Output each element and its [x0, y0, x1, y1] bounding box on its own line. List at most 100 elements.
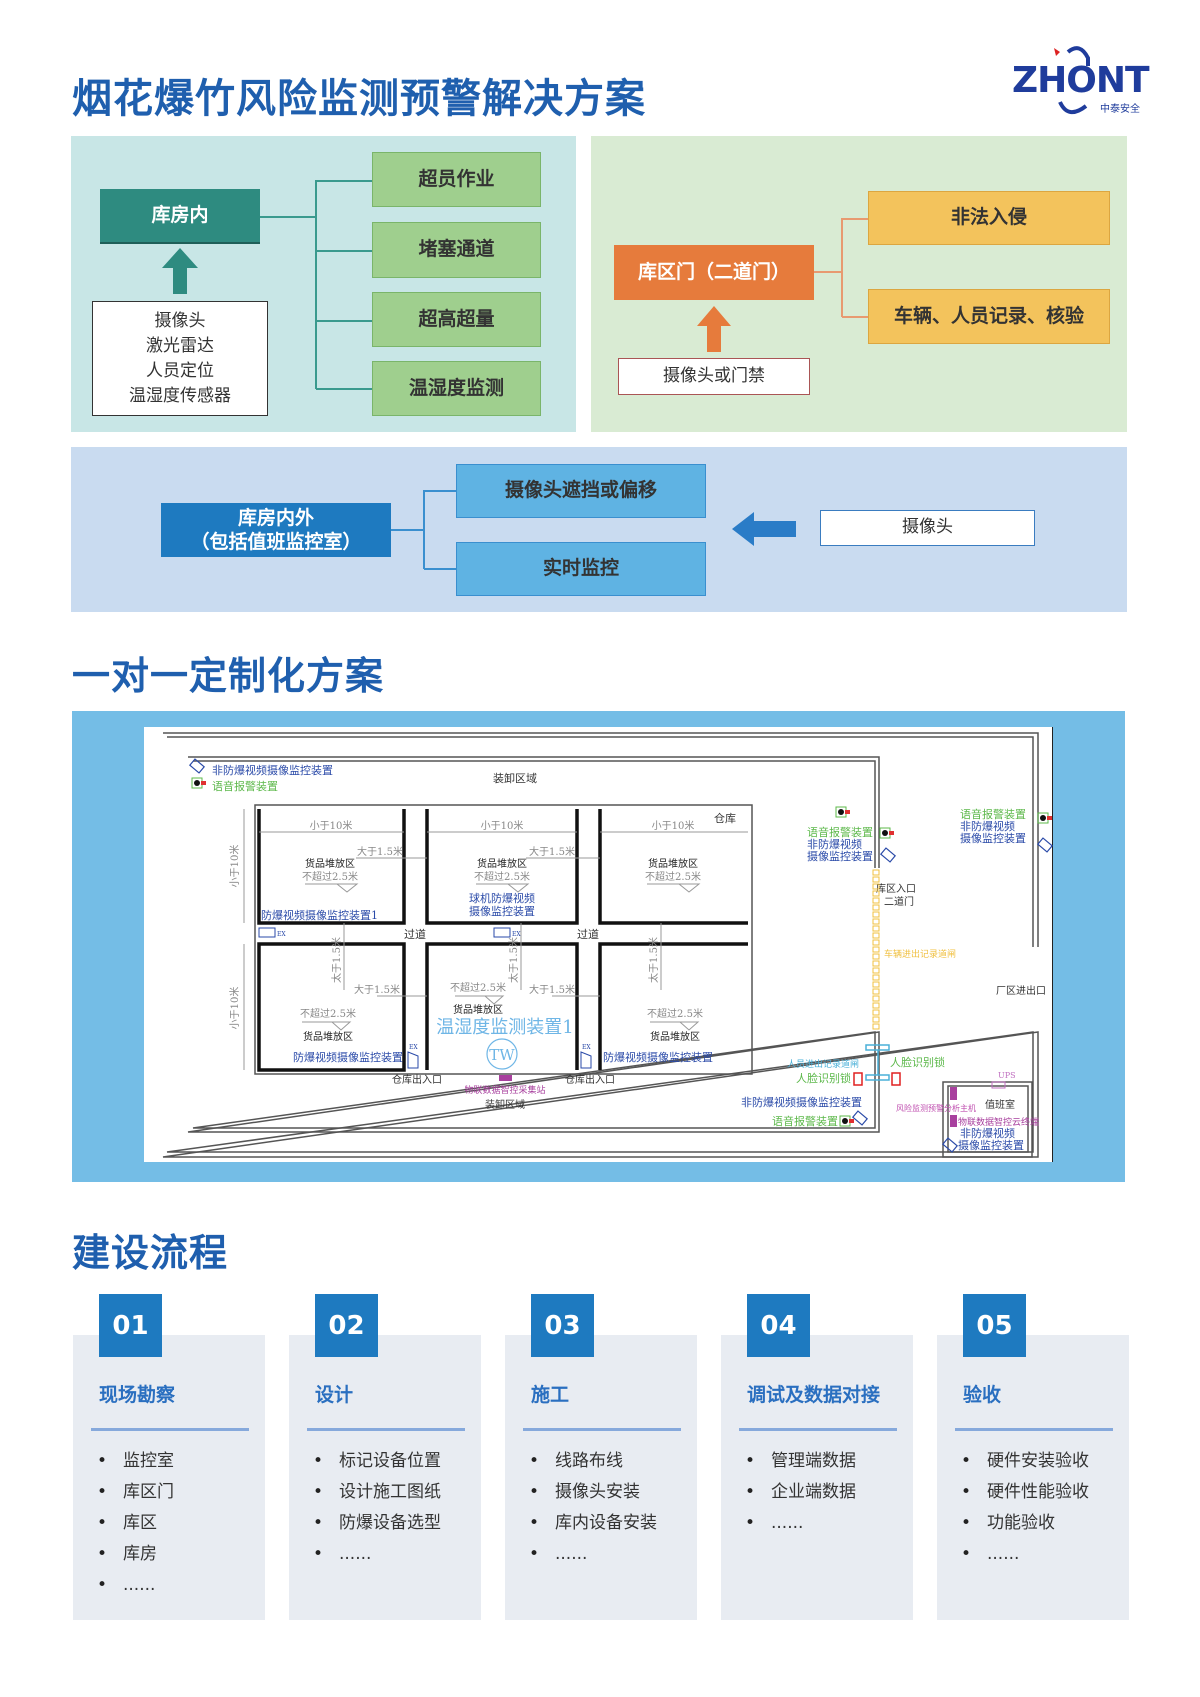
alert-blocked-aisle: 堵塞通道 [372, 222, 541, 278]
step-title: 施工 [531, 1384, 570, 1406]
svg-text:EX: EX [582, 1044, 591, 1051]
camera-label: 非防爆视频 [960, 819, 1015, 833]
storage-label: 货品堆放区 [303, 1030, 353, 1043]
step-number: 04 [747, 1294, 810, 1357]
divider [307, 1428, 465, 1431]
camera-label: 摄像监控装置 [958, 1138, 1024, 1152]
camera-icon [188, 758, 206, 774]
step-item: ...... [527, 1539, 657, 1570]
input-box: 摄像头或门禁 [618, 358, 810, 395]
svg-text:EX: EX [409, 1044, 418, 1051]
section-title: 一对一定制化方案 [72, 654, 385, 698]
step-number: 03 [531, 1294, 594, 1357]
height-label: 不超过2.5米 [474, 870, 530, 883]
risk-host-label: 风险监测预警分析主机 [896, 1103, 976, 1113]
dim-label: 小于10米 [652, 819, 695, 832]
step-item: 硬件安装验收 [959, 1446, 1089, 1477]
alarm-icon [835, 806, 850, 818]
section-title: 建设流程 [72, 1231, 229, 1275]
step-number: 05 [963, 1294, 1026, 1357]
height-label: 不超过2.5米 [647, 1007, 703, 1020]
divider [91, 1428, 249, 1431]
step-item: ...... [95, 1570, 174, 1601]
step-item: ...... [959, 1539, 1089, 1570]
camera-icon [941, 1137, 959, 1153]
door-label: 仓库出入口 [392, 1073, 442, 1086]
camera-icon [851, 1110, 869, 1126]
alert-record-verify: 车辆、人员记录、核验 [868, 289, 1110, 344]
step-title: 调试及数据对接 [747, 1384, 881, 1406]
person-gate-icon [865, 1044, 890, 1081]
loading-area-label: 装卸区域 [485, 1098, 525, 1111]
dim-label: 小于10米 [228, 987, 241, 1030]
svg-text:EX: EX [512, 931, 521, 938]
dim-label: 太于1.5米 [507, 937, 520, 983]
ex-camera-label: 防爆视频摄像监控装置 [293, 1050, 403, 1064]
step-title: 验收 [963, 1384, 1002, 1406]
page-title: 烟花爆竹风险监测预警解决方案 [72, 76, 646, 122]
ex-camera-icon: EX [493, 927, 521, 938]
divider [739, 1428, 897, 1431]
step-items: 硬件安装验收硬件性能验收功能验收...... [959, 1446, 1089, 1570]
svg-text:EX: EX [277, 931, 286, 938]
door-label: 仓库出入口 [565, 1073, 615, 1086]
camera-label: 非防爆视频 [960, 1126, 1015, 1140]
cloud-terminal-icon [950, 1115, 957, 1127]
step-item: 功能验收 [959, 1508, 1089, 1539]
dim-label: 小于10米 [228, 845, 241, 888]
th-sensor-icon [486, 1038, 518, 1070]
corridor-label: 过道 [577, 927, 599, 941]
alert-temp-humidity: 温湿度监测 [372, 361, 541, 416]
camera-label: 非防爆视频摄像监控装置 [741, 1095, 862, 1109]
logo: ZHONT 中泰安全 [1010, 40, 1150, 120]
alarm-label: 语音报警装置 [807, 825, 873, 839]
ups-icon [991, 1081, 1006, 1089]
alert-live-monitor: 实时监控 [456, 542, 706, 596]
alert-camera-blocked: 摄像头遮挡或偏移 [456, 464, 706, 518]
step-item: 线路布线 [527, 1446, 657, 1477]
step-items: 标记设备位置设计施工图纸防爆设备选型...... [311, 1446, 441, 1570]
legend-camera: 非防爆视频摄像监控装置 [212, 763, 333, 777]
th-device-label: 温湿度监测装置1 [436, 1017, 573, 1038]
iot-station-icon [499, 1075, 512, 1081]
step-items: 管理端数据企业端数据...... [743, 1446, 856, 1539]
ups-label: UPS [998, 1071, 1016, 1080]
face-lock-label: 人脸识别锁 [890, 1055, 945, 1069]
divider [955, 1428, 1113, 1431]
dim-label: 大于1.5米 [529, 845, 575, 858]
alarm-label: 语音报警装置 [772, 1114, 838, 1128]
alarm-label: 语音报警装置 [960, 807, 1026, 821]
camera-label: 非防爆视频 [807, 837, 862, 851]
step-item: 库区 [95, 1508, 174, 1539]
dim-label: 大于1.5米 [529, 983, 575, 996]
arrow-left-icon [732, 512, 796, 546]
dome-camera-label: 球机防爆视频 [469, 891, 535, 905]
storage-label: 货品堆放区 [453, 1003, 503, 1016]
step-title: 现场勘察 [99, 1384, 176, 1406]
alarm-icon [1037, 812, 1052, 824]
alert-intrusion: 非法入侵 [868, 191, 1110, 245]
step-items: 监控室库区门库区库房...... [95, 1446, 174, 1601]
camera-label: 摄像监控装置 [960, 831, 1026, 845]
sensor-list: 摄像头激光雷达人员定位温湿度传感器 [92, 301, 268, 416]
storage-label: 货品堆放区 [650, 1030, 700, 1043]
storage-label: 货品堆放区 [648, 857, 698, 870]
gate-label: 库区入口 [876, 882, 916, 895]
ex-door-camera-icon: EX [407, 1044, 419, 1069]
arrow-up-icon [697, 306, 731, 352]
height-label: 不超过2.5米 [302, 870, 358, 883]
step-item: 库内设备安装 [527, 1508, 657, 1539]
dim-label: 小于10米 [310, 819, 353, 832]
source-box: 库房内外（包括值班监控室） [161, 503, 391, 557]
host-icon [950, 1087, 957, 1100]
warehouse-label: 仓库 [714, 811, 736, 825]
step-item: 库房 [95, 1539, 174, 1570]
step-item: 防爆设备选型 [311, 1508, 441, 1539]
step-item: 企业端数据 [743, 1477, 856, 1508]
alarm-icon [879, 827, 894, 839]
dim-label: 小于10米 [481, 819, 524, 832]
dim-label: 大于1.5米 [357, 845, 403, 858]
step-item: 管理端数据 [743, 1446, 856, 1477]
storage-label: 货品堆放区 [477, 857, 527, 870]
floor-plan: 装卸区域 仓库 过道 过道 仓库出入口 仓库出入口 装卸区域 厂区进出口 值班室… [144, 727, 1053, 1162]
